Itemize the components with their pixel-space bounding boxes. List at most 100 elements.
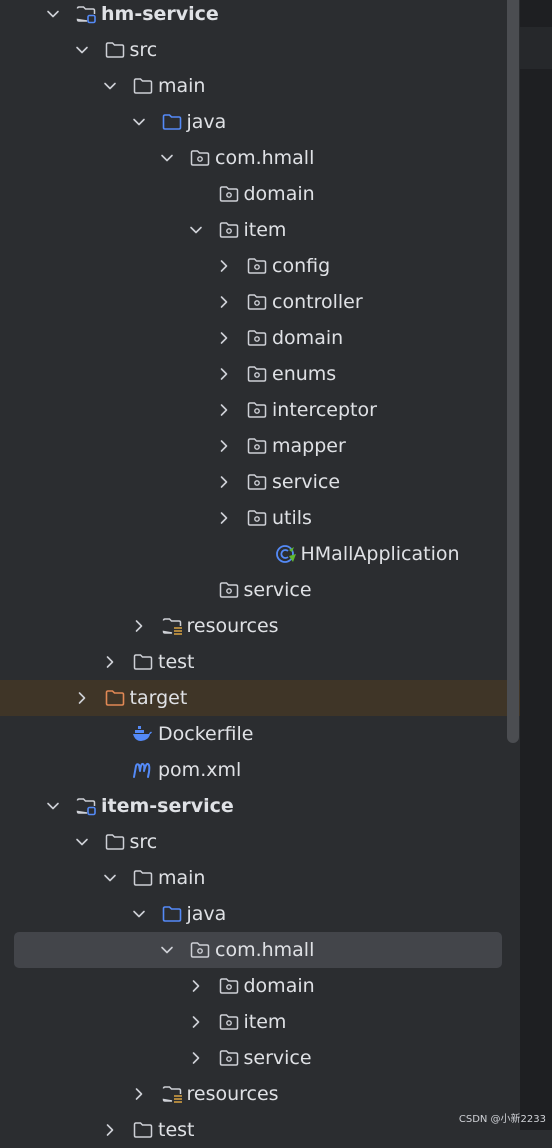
package-icon xyxy=(246,327,268,349)
chevron-right-icon[interactable] xyxy=(131,1086,147,1102)
tree-node-label: item-service xyxy=(101,795,234,817)
tree-node-item-service[interactable]: item-service xyxy=(0,788,520,824)
tree-node-test[interactable]: test xyxy=(0,1112,520,1148)
tree-node-label: src xyxy=(129,831,158,853)
package-icon xyxy=(246,255,268,277)
spring-class-icon xyxy=(275,543,297,565)
tree-node-label: controller xyxy=(272,291,363,313)
tree-node-utils[interactable]: utils xyxy=(0,500,520,536)
tree-node-controller[interactable]: controller xyxy=(0,284,520,320)
tree-node-src[interactable]: src xyxy=(0,32,520,68)
package-icon xyxy=(218,219,240,241)
chevron-down-icon[interactable] xyxy=(45,6,61,22)
package-icon xyxy=(218,1011,240,1033)
tree-node-label: domain xyxy=(272,327,344,349)
chevron-right-icon[interactable] xyxy=(131,618,147,634)
source-folder-icon xyxy=(161,111,183,133)
tree-node-resources[interactable]: resources xyxy=(0,1076,520,1112)
tree-node-label: item xyxy=(243,219,287,241)
chevron-right-icon[interactable] xyxy=(188,1050,204,1066)
tree-node-service[interactable]: service xyxy=(0,1040,520,1076)
folder-icon xyxy=(132,867,154,889)
resources-folder-icon xyxy=(161,615,183,637)
tree-node-java[interactable]: java xyxy=(0,104,520,140)
chevron-down-icon[interactable] xyxy=(74,834,90,850)
tree-node-label: test xyxy=(158,1119,195,1141)
tree-node-hm-service[interactable]: hm-service xyxy=(0,0,520,32)
chevron-right-icon[interactable] xyxy=(216,330,232,346)
chevron-right-icon[interactable] xyxy=(102,1122,118,1138)
tree-node-resources[interactable]: resources xyxy=(0,608,520,644)
tree-node-domain[interactable]: domain xyxy=(0,320,520,356)
tree-node-label: domain xyxy=(243,183,315,205)
package-icon xyxy=(218,975,240,997)
tree-node-service[interactable]: service xyxy=(0,464,520,500)
chevron-right-icon[interactable] xyxy=(216,438,232,454)
chevron-down-icon[interactable] xyxy=(159,942,175,958)
tree-node-label: main xyxy=(158,75,206,97)
package-icon xyxy=(246,435,268,457)
tree-node-label: target xyxy=(129,687,188,709)
chevron-right-icon[interactable] xyxy=(216,258,232,274)
chevron-down-icon[interactable] xyxy=(131,906,147,922)
chevron-down-icon[interactable] xyxy=(102,870,118,886)
chevron-right-icon[interactable] xyxy=(216,474,232,490)
tree-node-config[interactable]: config xyxy=(0,248,520,284)
tree-node-domain[interactable]: domain xyxy=(0,176,520,212)
tree-node-item[interactable]: item xyxy=(0,212,520,248)
tree-node-enums[interactable]: enums xyxy=(0,356,520,392)
package-icon xyxy=(246,507,268,529)
chevron-down-icon[interactable] xyxy=(159,150,175,166)
chevron-right-icon[interactable] xyxy=(216,402,232,418)
editor-tab[interactable] xyxy=(520,27,552,69)
package-icon xyxy=(189,939,211,961)
tree-node-test[interactable]: test xyxy=(0,644,520,680)
tree-node-domain[interactable]: domain xyxy=(0,968,520,1004)
tree-node-dockerfile[interactable]: Dockerfile xyxy=(0,716,520,752)
tree-node-hmallapplication[interactable]: HMallApplication xyxy=(0,536,520,572)
tree-node-item[interactable]: item xyxy=(0,1004,520,1040)
tree-node-label: interceptor xyxy=(272,399,377,421)
folder-icon xyxy=(132,75,154,97)
tree-node-com-hmall[interactable]: com.hmall xyxy=(0,140,520,176)
tree-node-main[interactable]: main xyxy=(0,68,520,104)
chevron-down-icon[interactable] xyxy=(131,114,147,130)
tree-node-mapper[interactable]: mapper xyxy=(0,428,520,464)
tree-node-interceptor[interactable]: interceptor xyxy=(0,392,520,428)
chevron-down-icon[interactable] xyxy=(188,222,204,238)
package-icon xyxy=(218,1047,240,1069)
chevron-right-icon[interactable] xyxy=(188,978,204,994)
tree-node-label: service xyxy=(272,471,341,493)
package-icon xyxy=(189,147,211,169)
folder-icon xyxy=(132,651,154,673)
folder-icon xyxy=(132,1119,154,1141)
tree-node-target[interactable]: target xyxy=(0,680,520,716)
docker-icon xyxy=(132,723,154,745)
tree-node-service[interactable]: service xyxy=(0,572,520,608)
tree-node-java[interactable]: java xyxy=(0,896,520,932)
tree-node-label: com.hmall xyxy=(215,147,315,169)
chevron-right-icon[interactable] xyxy=(74,690,90,706)
tree-node-label: java xyxy=(186,111,227,133)
tree-node-com-hmall[interactable]: com.hmall xyxy=(0,932,520,968)
tree-node-label: item xyxy=(243,1011,287,1033)
tree-node-src[interactable]: src xyxy=(0,824,520,860)
chevron-right-icon[interactable] xyxy=(216,294,232,310)
tree-node-label: service xyxy=(243,579,312,601)
vertical-scrollbar[interactable] xyxy=(507,0,519,743)
chevron-down-icon[interactable] xyxy=(74,42,90,58)
tree-node-label: config xyxy=(272,255,331,277)
chevron-right-icon[interactable] xyxy=(102,654,118,670)
chevron-down-icon[interactable] xyxy=(45,798,61,814)
tree-node-label: HMallApplication xyxy=(300,543,460,565)
chevron-down-icon[interactable] xyxy=(102,78,118,94)
chevron-right-icon[interactable] xyxy=(216,510,232,526)
tree-node-main[interactable]: main xyxy=(0,860,520,896)
chevron-right-icon[interactable] xyxy=(216,366,232,382)
package-icon xyxy=(246,399,268,421)
chevron-right-icon[interactable] xyxy=(188,1014,204,1030)
tree-node-label: service xyxy=(243,1047,312,1069)
tree-node-pom-xml[interactable]: pom.xml xyxy=(0,752,520,788)
excluded-folder-icon xyxy=(104,687,126,709)
tree-node-label: pom.xml xyxy=(158,759,242,781)
